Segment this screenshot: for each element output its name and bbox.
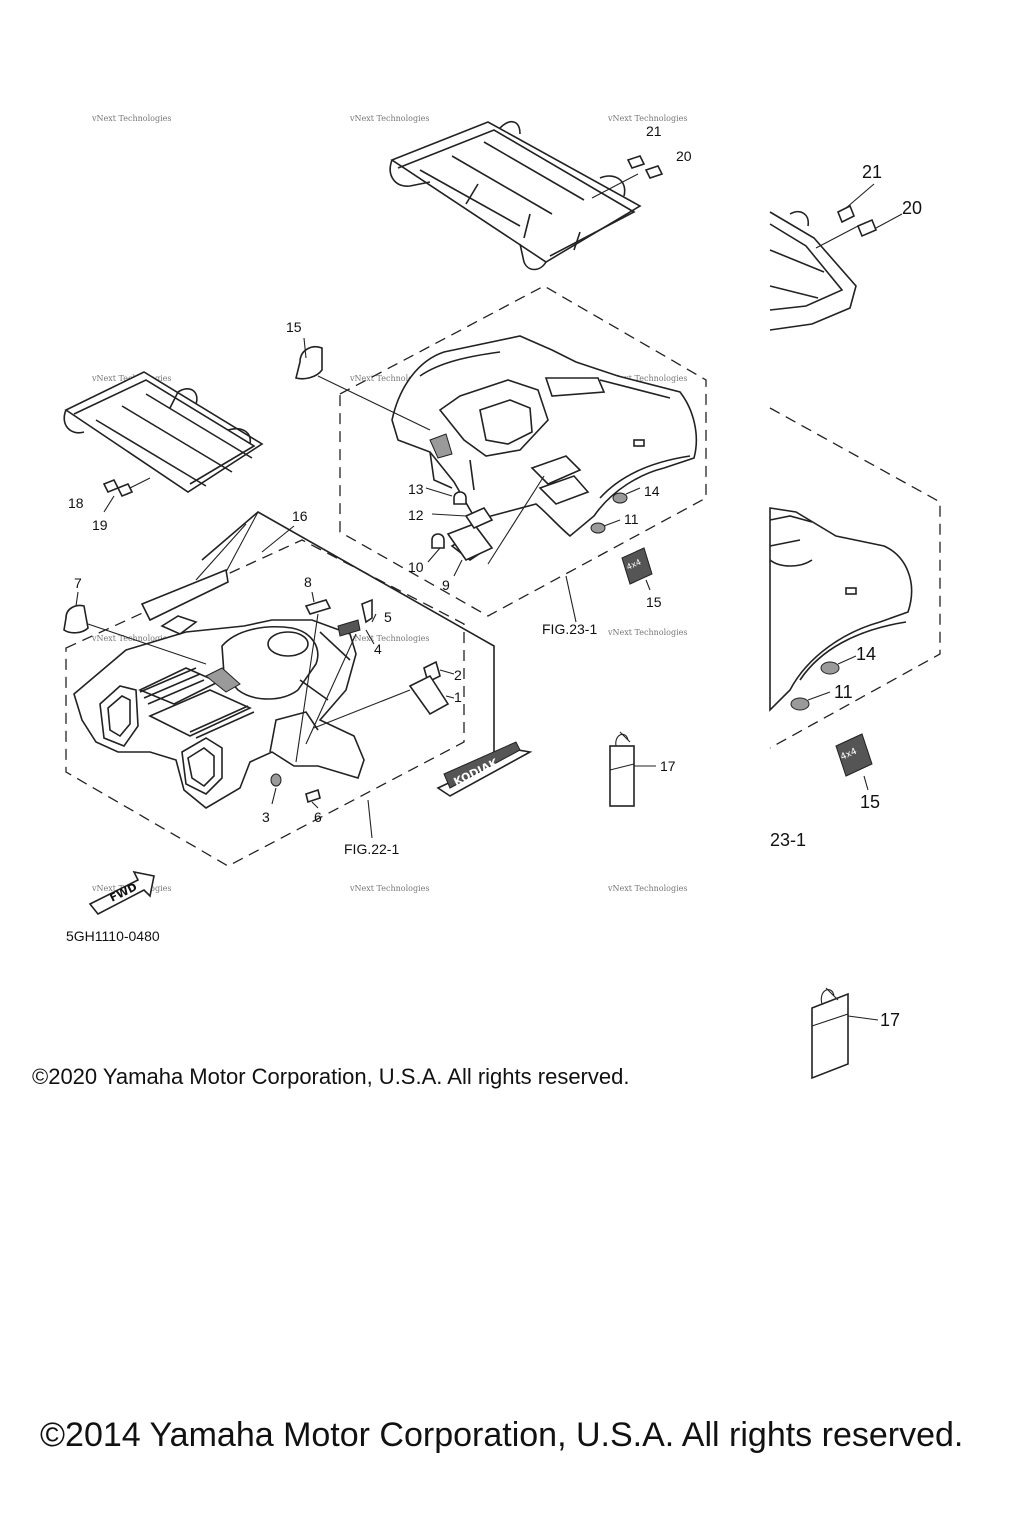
watermark: vNext Technologies	[349, 114, 429, 123]
callout-5: 5	[384, 609, 392, 625]
callout-7: 7	[74, 575, 82, 591]
copyright-2020: ©2020 Yamaha Motor Corporation, U.S.A. A…	[32, 1064, 630, 1089]
zoom-callout-14: 14	[856, 644, 876, 664]
watermark: vNext Technologies	[349, 634, 429, 643]
callout-14: 14	[644, 483, 660, 499]
rear-fender	[391, 335, 698, 538]
callout-21: 21	[646, 123, 662, 139]
callout-4: 4	[374, 641, 382, 657]
callout-10: 10	[408, 559, 424, 575]
front-carrier-decals	[102, 477, 151, 513]
rear-fender-leader-lines	[317, 375, 545, 565]
zoom-callout-20: 20	[902, 198, 922, 218]
zoom-rear-fender: 4x4	[769, 407, 941, 791]
watermark: vNext Technologies	[91, 114, 171, 123]
zoom-callout-21: 21	[862, 162, 882, 182]
callout-15-upper: 15	[286, 319, 302, 335]
callout-1: 1	[454, 689, 462, 705]
front-parts-1-2	[313, 660, 455, 729]
callout-9: 9	[442, 577, 450, 593]
zoom-rear-carrier	[769, 183, 903, 331]
fwd-arrow: FWD	[88, 870, 155, 916]
fig-ref-rear: FIG.23-1	[542, 621, 597, 637]
rear-small-parts	[425, 487, 641, 577]
watermark: vNext Technologies	[607, 374, 687, 383]
zoom-fig-ref: 23-1	[770, 830, 806, 850]
decal-8	[304, 599, 332, 615]
front-fasteners-4-5	[305, 598, 377, 745]
callout-12: 12	[408, 507, 424, 523]
callout-13: 13	[408, 481, 424, 497]
callout-3: 3	[262, 809, 270, 825]
watermark: vNext Technologies	[349, 374, 429, 383]
watermark: vNext Technologies	[607, 114, 687, 123]
rear-carrier	[389, 121, 642, 271]
front-parts-3-6	[270, 773, 321, 809]
watermark: vNext Technologies	[607, 884, 687, 893]
part-code: 5GH1110-0480	[66, 928, 160, 944]
rear-fender-flap	[295, 346, 323, 380]
callout-18: 18	[68, 495, 84, 511]
callout-17: 17	[660, 758, 676, 774]
watermark: vNext Technologies	[607, 628, 687, 637]
callout-8: 8	[304, 574, 312, 590]
kodiak-decal: KODIAK	[436, 741, 533, 797]
zoom-callout-15: 15	[860, 792, 880, 812]
callout-20: 20	[676, 148, 692, 164]
callout-6: 6	[314, 809, 322, 825]
seat-cover-16	[140, 511, 259, 622]
front-fender-boundary	[65, 539, 465, 867]
front-fender-flap	[63, 604, 89, 634]
callout-2: 2	[454, 667, 462, 683]
copyright-2014: ©2014 Yamaha Motor Corporation, U.S.A. A…	[40, 1416, 964, 1454]
callout-16: 16	[292, 508, 308, 524]
emblem-4x4: 4x4	[621, 547, 653, 585]
rear-carrier-decals	[626, 155, 664, 179]
zoom-callout-17: 17	[880, 1010, 900, 1030]
zoom-callout-11: 11	[834, 682, 853, 702]
rear-fender-boundary	[339, 285, 707, 617]
front-carrier	[63, 371, 264, 493]
watermark: vNext Technologies	[349, 884, 429, 893]
hang-tag-17	[609, 731, 656, 807]
front-fender	[73, 615, 365, 809]
callout-19: 19	[92, 517, 108, 533]
callout-15-lower: 15	[646, 594, 662, 610]
zoom-hang-tag	[811, 987, 879, 1080]
callout-11: 11	[624, 511, 639, 527]
fig-ref-front: FIG.22-1	[344, 841, 399, 857]
